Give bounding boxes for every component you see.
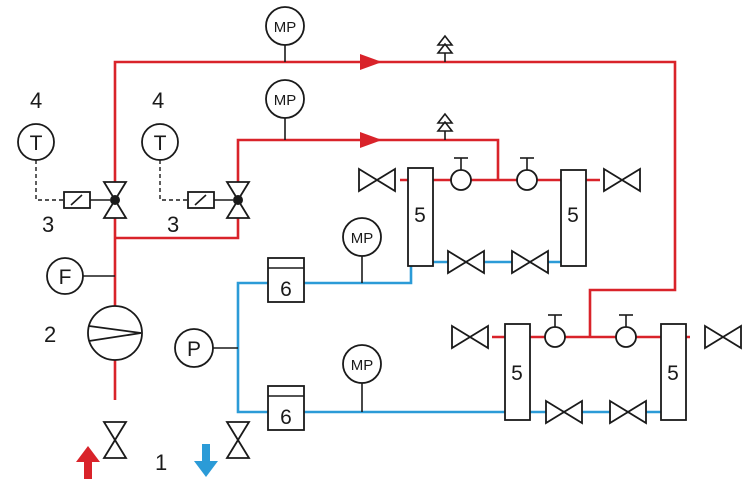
gate-valve-icon [704,325,742,349]
svg-text:P: P [187,338,201,361]
svg-text:5: 5 [567,204,579,227]
svg-text:5: 5 [667,362,679,385]
actuator-right-label: 3 [167,212,179,237]
heat-exchanger-upper-left: 5 [407,167,434,267]
pressure-gauge-second: MP [265,79,305,140]
flow-meter: F [46,257,115,295]
actuator-left [63,191,110,209]
temp-sensor-left: T [17,123,55,161]
svg-text:T: T [30,132,43,155]
air-vent-icon [437,113,453,141]
heat-exchanger-lower-left: 5 [504,323,531,421]
air-vent-icon [437,35,453,63]
svg-text:T: T [154,132,167,155]
heat-exchanger-upper-right: 5 [560,169,587,267]
three-way-valve-icon [102,181,128,219]
ball-valve-icon [450,157,472,191]
return-pipes [236,260,673,414]
temp-sensor-right: T [141,123,179,161]
flow-arrow-icon [360,54,382,70]
pump-label: 2 [44,322,56,347]
thermo-right-label: 4 [152,88,164,113]
gate-valve-icon [226,421,250,459]
svg-text:5: 5 [414,204,426,227]
gate-valve-icon [451,325,489,349]
three-way-valve-icon [225,181,251,219]
actuator-left-label: 3 [42,212,54,237]
svg-text:F: F [59,266,72,289]
up-arrow-icon [76,446,100,479]
svg-text:MP: MP [351,230,374,247]
thermo-left-label: 4 [30,88,42,113]
pressure-gauge-top: MP [265,6,305,62]
svg-text:MP: MP [351,357,374,374]
ball-valve-icon [615,314,637,348]
gate-valve-icon [358,168,396,192]
pressure-sensor: P [174,328,238,368]
flow-arrow-icon [360,132,382,148]
filter-lower: 6 [267,385,305,431]
gate-valve-icon [103,421,127,459]
svg-text:5: 5 [511,362,523,385]
svg-text:MP: MP [274,19,297,36]
svg-text:6: 6 [280,278,292,301]
pressure-gauge-return-upper: MP [342,217,382,283]
down-arrow-icon [194,444,218,477]
gate-valve-icon [545,400,583,424]
gate-valve-icon [511,250,549,274]
actuator-right [187,191,233,209]
heat-exchanger-lower-right: 5 [660,323,687,421]
gate-valve-icon [609,400,647,424]
filter-upper: 6 [267,257,305,303]
svg-text:MP: MP [274,92,297,109]
pump-icon [87,305,143,361]
gate-valve-icon [447,250,485,274]
ball-valve-icon [516,157,538,191]
supply-label: 1 [155,450,167,475]
ball-valve-icon [544,314,566,348]
gate-valve-icon [603,168,641,192]
pressure-gauge-return-lower: MP [342,344,382,412]
svg-text:6: 6 [280,406,292,429]
